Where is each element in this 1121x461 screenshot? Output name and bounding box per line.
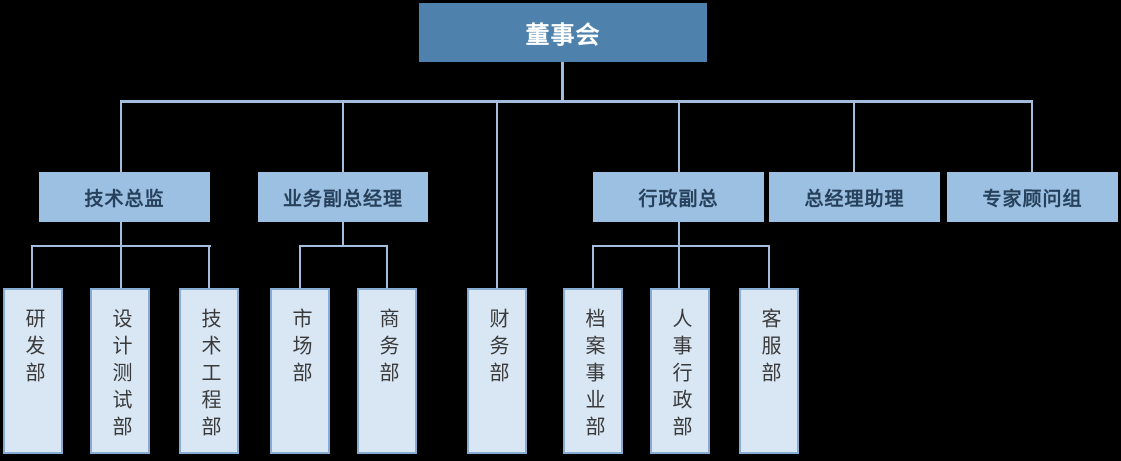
org-node-design-test-dept[interactable]: 设计测试部 <box>90 288 150 454</box>
connector-drop-rnd <box>31 247 33 289</box>
org-node-biz-vice-gm[interactable]: 业务副总经理 <box>258 172 428 222</box>
org-node-label: 设计测试部 <box>109 308 131 443</box>
org-node-board-label: 董事会 <box>525 22 601 49</box>
org-node-customer-service-dept[interactable]: 客服部 <box>739 288 799 454</box>
org-node-label: 行政副总 <box>638 188 719 210</box>
org-node-gm-assistant[interactable]: 总经理助理 <box>769 172 940 222</box>
connector-rail-biz <box>299 245 388 247</box>
org-node-archive-dept[interactable]: 档案事业部 <box>563 288 623 454</box>
connector-drop-market <box>299 247 301 289</box>
org-node-expert-group[interactable]: 专家顾问组 <box>947 172 1118 222</box>
org-node-label: 研发部 <box>22 308 44 389</box>
org-node-label: 档案事业部 <box>582 308 604 443</box>
connector-trunk <box>120 100 1033 103</box>
connector-drop-eng <box>208 247 210 289</box>
connector-root-drop <box>561 62 564 101</box>
org-node-label: 财务部 <box>486 308 508 389</box>
org-node-tech-director[interactable]: 技术总监 <box>39 172 210 222</box>
connector-drop-archive <box>592 247 594 289</box>
org-node-hr-admin-dept[interactable]: 人事行政部 <box>650 288 710 454</box>
connector-drop-commerce <box>386 247 388 289</box>
org-node-label: 技术总监 <box>84 188 165 210</box>
connector-drop-biz <box>342 103 344 172</box>
org-node-label: 技术工程部 <box>198 308 220 443</box>
org-node-label: 人事行政部 <box>669 308 691 443</box>
org-node-label: 商务部 <box>376 308 398 389</box>
org-node-label: 业务副总经理 <box>282 188 403 210</box>
connector-rail-admin <box>592 245 770 247</box>
connector-stub-biz <box>342 222 344 246</box>
connector-drop-assistant <box>853 103 855 172</box>
org-node-label: 总经理助理 <box>804 188 905 210</box>
connector-drop-hr <box>678 247 680 289</box>
org-node-label: 专家顾问组 <box>982 188 1083 210</box>
org-node-label: 市场部 <box>289 308 311 389</box>
org-node-tech-eng-dept[interactable]: 技术工程部 <box>179 288 239 454</box>
connector-drop-finance <box>496 103 498 288</box>
org-node-label: 客服部 <box>758 308 780 389</box>
connector-stub-tech <box>120 222 122 246</box>
connector-drop-design <box>120 247 122 289</box>
org-node-admin-vice[interactable]: 行政副总 <box>593 172 764 222</box>
connector-stub-admin <box>678 222 680 246</box>
org-node-finance-dept[interactable]: 财务部 <box>467 288 527 454</box>
connector-rail-tech <box>31 245 211 247</box>
org-node-board[interactable]: 董事会 <box>419 3 707 62</box>
connector-drop-admin <box>678 103 680 172</box>
connector-drop-service <box>768 247 770 289</box>
org-node-commerce-dept[interactable]: 商务部 <box>357 288 417 454</box>
org-node-marketing-dept[interactable]: 市场部 <box>270 288 330 454</box>
connector-drop-tech <box>120 103 122 172</box>
org-node-rnd-dept[interactable]: 研发部 <box>3 288 63 454</box>
connector-drop-expert <box>1031 103 1033 172</box>
